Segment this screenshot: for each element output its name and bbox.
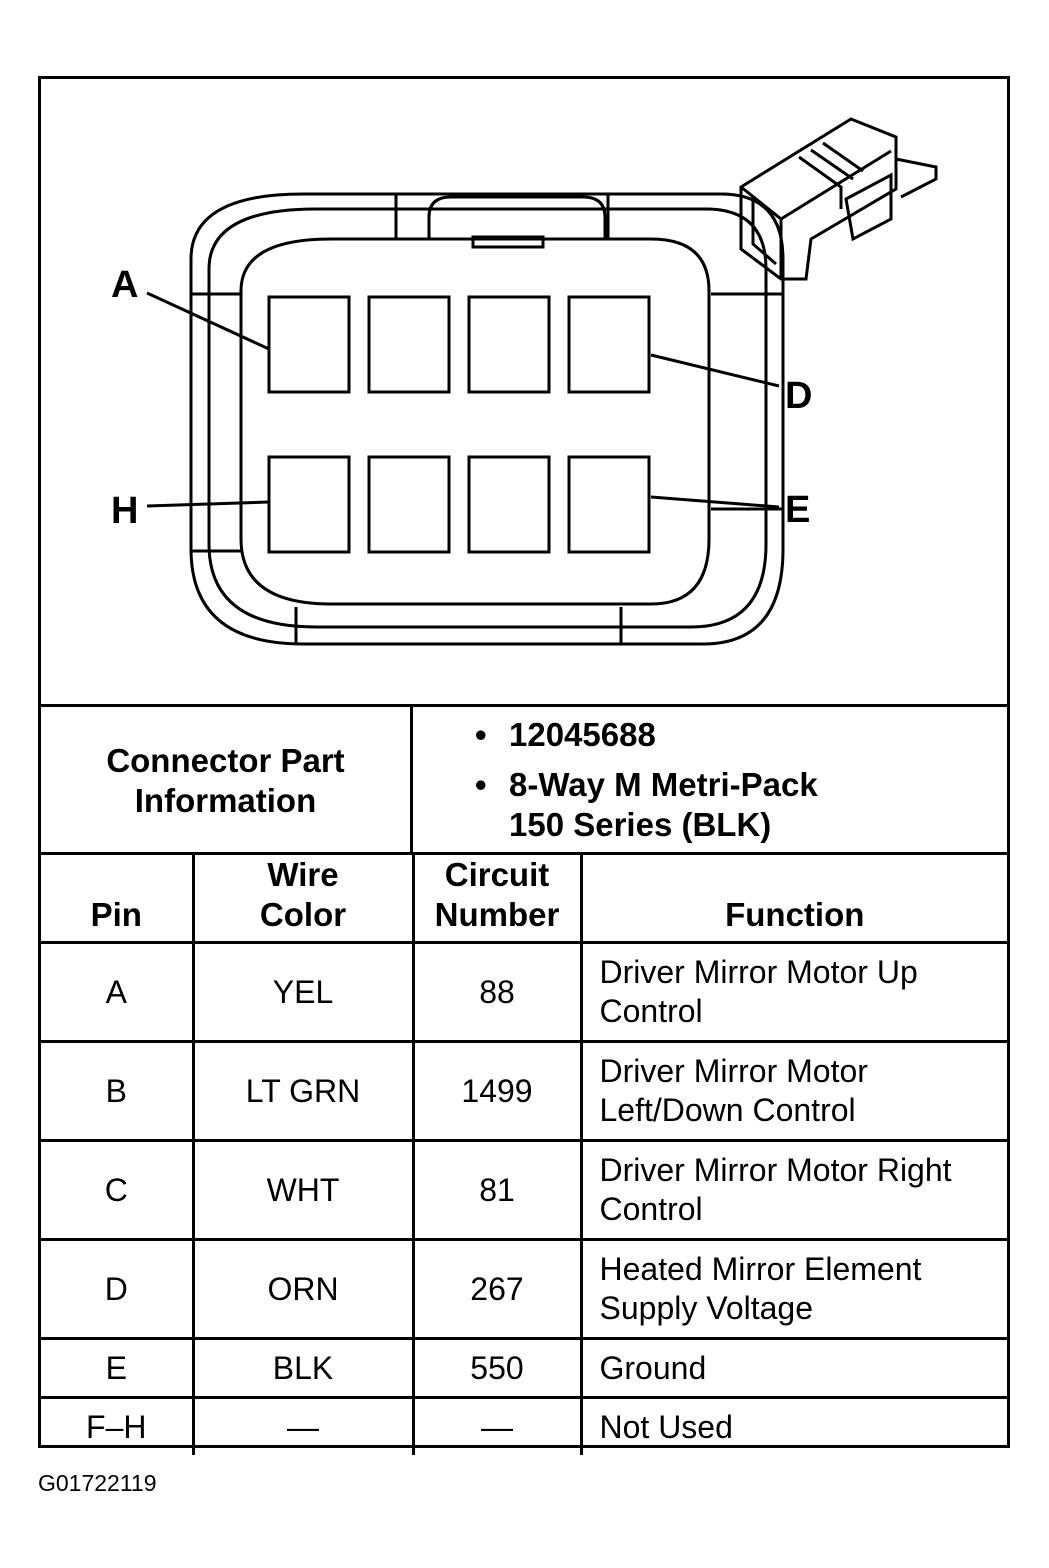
cell-pin: F–H <box>41 1396 195 1455</box>
connector-figure-frame: A D H E Connector Part Information • 120… <box>38 76 1010 1455</box>
pin-callout-e: E <box>785 489 811 531</box>
connector-3d-icon <box>739 117 938 281</box>
cell-wire-color: — <box>191 1396 415 1455</box>
cell-wire-color: LT GRN <box>191 1040 415 1142</box>
cell-circuit: — <box>411 1396 583 1455</box>
part-number: 12045688 <box>509 716 656 753</box>
cell-wire-color: ORN <box>191 1238 415 1340</box>
leader-line-h <box>146 500 270 508</box>
connector-part-info: Connector Part Information • 12045688 • … <box>41 704 1007 854</box>
terminal-cavity <box>367 455 451 554</box>
connector-type-line: 8-Way M Metri-Pack <box>509 766 818 803</box>
cell-circuit: 1499 <box>411 1040 583 1142</box>
terminal-cavity <box>467 455 551 554</box>
terminal-cavity <box>567 455 651 554</box>
cell-pin: B <box>41 1040 195 1142</box>
connector-cavity-outline <box>239 237 711 606</box>
connector-latch-tab <box>471 235 545 249</box>
cell-function: Not Used <box>579 1396 1007 1455</box>
connector-outer-shell <box>189 192 785 646</box>
part-number-item: • 12045688 <box>413 715 1007 755</box>
pin-callout-h: H <box>111 490 139 532</box>
cell-wire-color: BLK <box>191 1337 415 1399</box>
table-row: E BLK 550 Ground <box>41 1337 1007 1399</box>
terminal-cavity <box>367 295 451 394</box>
cell-function: Ground <box>579 1337 1007 1399</box>
cell-wire-color: YEL <box>191 941 415 1043</box>
connector-type-line: 150 Series (BLK) <box>509 806 772 843</box>
connector-type-item: • 8-Way M Metri-Pack 150 Series (BLK) <box>413 765 1007 845</box>
connector-face-diagram <box>146 117 938 646</box>
cell-pin: C <box>41 1139 195 1241</box>
part-info-label-line: Information <box>134 781 317 819</box>
cell-circuit: 88 <box>411 941 583 1043</box>
leader-line-e <box>650 495 780 509</box>
cell-circuit: 267 <box>411 1238 583 1340</box>
cell-pin: E <box>41 1337 195 1399</box>
part-info-label-line: Connector Part <box>106 741 345 779</box>
bullet-icon: • <box>475 716 487 753</box>
part-info-label: Connector Part Information <box>41 707 413 854</box>
connector-inner-shell <box>207 207 768 629</box>
header-pin: Pin <box>41 852 195 944</box>
pin-callout-d: D <box>785 375 813 417</box>
terminal-cavity <box>467 295 551 394</box>
cell-wire-color: WHT <box>191 1139 415 1241</box>
terminal-cavity <box>267 295 351 394</box>
connector-latch <box>427 195 607 239</box>
terminal-cavity <box>567 295 651 394</box>
figure-id: G01722119 <box>38 1470 157 1496</box>
part-info-values: • 12045688 • 8-Way M Metri-Pack 150 Seri… <box>413 707 1007 854</box>
leader-line-d <box>650 353 780 388</box>
bullet-icon: • <box>475 766 487 803</box>
cell-circuit: 550 <box>411 1337 583 1399</box>
cell-pin: D <box>41 1238 195 1340</box>
table-row: F–H — — Not Used <box>41 1396 1007 1455</box>
header-function: Function <box>579 852 1007 944</box>
leader-line-a <box>146 291 270 351</box>
cell-pin: A <box>41 941 195 1043</box>
cell-circuit: 81 <box>411 1139 583 1241</box>
pin-callout-a: A <box>111 264 139 306</box>
terminal-cavity <box>267 455 351 554</box>
